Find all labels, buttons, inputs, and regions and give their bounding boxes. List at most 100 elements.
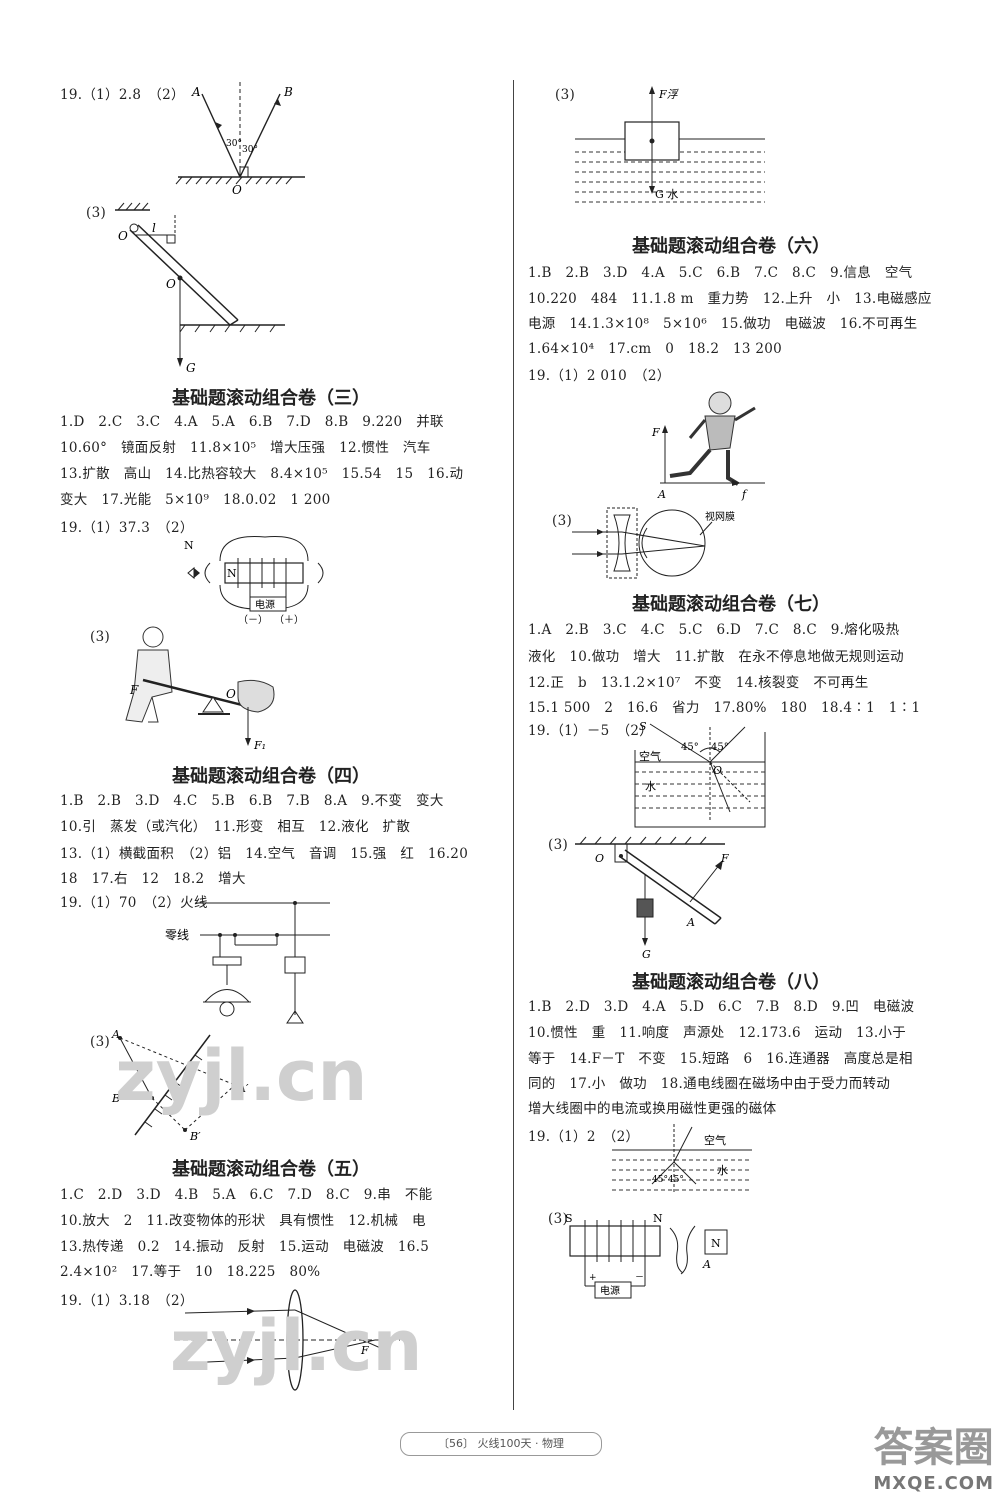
rod-lever-diagram: O l O G [115, 202, 285, 375]
corner-site-text: MXQE.COM [873, 1473, 994, 1494]
svg-text:O: O [226, 687, 236, 701]
svg-text:A: A [657, 488, 666, 501]
reflection-diagram: A B 30° 30° O [175, 82, 305, 197]
svg-text:电源: 电源 [600, 1284, 620, 1297]
corner-logo-text: 答案圈 [873, 1425, 994, 1471]
answer-line: 19.（1）70 （2）火线 [60, 895, 208, 911]
answer-line: 液化 10.做功 增大 11.扩散 在永不停息地做无规则运动 [528, 649, 904, 665]
svg-text:B: B [111, 1092, 120, 1105]
svg-text:F₁: F₁ [253, 739, 266, 752]
svg-text:A′: A′ [237, 1082, 249, 1095]
svg-text:（＋）: （＋） [274, 614, 304, 626]
svg-text:视网膜: 视网膜 [705, 510, 735, 523]
answer-line: 19.（1）2 010 （2） [528, 368, 671, 384]
plane-mirror-diagram: A B A′ B′ [111, 1028, 249, 1143]
answer-line: 10.引 蒸发（或汽化） 11.形变 相互 12.液化 扩散 [60, 819, 411, 835]
p3-label: (3) [90, 1034, 111, 1050]
angle-1: 30° [226, 139, 242, 149]
svg-text:S: S [639, 720, 647, 733]
answer-line: 1.B 2.B 3.D 4.C 5.B 6.B 7.B 8.A 9.不变 变大 [60, 793, 444, 809]
p3-label: (3) [552, 513, 573, 529]
answer-line: 等于 14.F－T 不变 15.短路 6 16.连通器 高度总是相 [528, 1051, 913, 1067]
answer-line: 变大 17.光能 5×10⁹ 18.0.02 1 200 [60, 492, 331, 508]
answer-line: 19.（1）－5 （2） [528, 723, 654, 739]
p3-label: (3) [86, 205, 107, 221]
svg-text:G 水: G 水 [655, 188, 678, 201]
svg-text:F浮: F浮 [658, 88, 680, 101]
water-reflection-diagram: 空气 水 45°45° [612, 1124, 752, 1192]
section-title-4: 基础题滚动组合卷（四） [172, 766, 370, 787]
svg-text:S: S [565, 1212, 573, 1225]
answer-line: 12.正 b 13.1.2×10⁷ 不变 14.核裂变 不可再生 [528, 675, 869, 691]
svg-text:45°45°: 45°45° [652, 1175, 684, 1185]
answer-line: 13.（1）横截面积 （2）铝 14.空气 音调 15.强 红 16.20 [60, 846, 469, 862]
svg-text:（－）: （－） [238, 614, 268, 626]
answer-line: 13.热传递 0.2 14.振动 反射 15.运动 电磁波 16.5 [60, 1239, 430, 1255]
label-a: A [191, 85, 201, 99]
svg-text:空气: 空气 [704, 1133, 726, 1147]
svg-text:45°: 45° [711, 742, 729, 753]
svg-text:水: 水 [645, 780, 656, 793]
svg-text:A: A [702, 1258, 711, 1271]
section-title-6: 基础题滚动组合卷（六） [632, 236, 830, 257]
answer-line: 增大线圈中的电流或换用磁性更强的磁体 [528, 1101, 777, 1117]
svg-text:N: N [711, 1237, 721, 1250]
svg-text:F: F [651, 426, 660, 439]
answer-line: 1.C 2.D 3.D 4.B 5.A 6.C 7.D 8.C 9.串 不能 [60, 1187, 433, 1203]
svg-text:G: G [642, 948, 651, 961]
svg-text:电源: 电源 [255, 598, 275, 611]
svg-text:O: O [595, 852, 604, 865]
solenoid-diagram: S N N A 电源 + － [565, 1212, 728, 1299]
answer-line: 18 17.右 12 18.2 增大 [60, 871, 246, 887]
convex-lens-diagram: F [175, 1289, 400, 1391]
svg-text:F: F [720, 852, 729, 865]
svg-text:－: － [635, 1273, 644, 1283]
p3-label: (3) [555, 87, 576, 103]
svg-text:F: F [360, 1344, 369, 1357]
answer-line: 10.60° 镜面反射 11.8×10⁵ 增大压强 12.惯性 汽车 [60, 440, 431, 456]
answer-line: 1.64×10⁴ 17.cm 0 18.2 13 200 [528, 341, 783, 357]
answer-line: 2.4×10² 17.等于 10 18.225 80% [60, 1264, 321, 1280]
svg-text:G: G [186, 361, 196, 375]
label-o: O [232, 183, 242, 197]
watermark: zyjl.cn [170, 1305, 423, 1387]
buoyancy-diagram: F浮 G 水 [575, 86, 765, 203]
answer-line: 10.惯性 重 11.响度 声源处 12.173.6 运动 13.小于 [528, 1025, 907, 1041]
electromagnet-diagram: N N 电源 （－） （＋） [184, 536, 324, 626]
answer-line: 1.A 2.B 3.C 4.C 5.C 6.D 7.C 8.C 9.熔化吸热 [528, 622, 900, 638]
svg-text:零线: 零线 [165, 928, 189, 942]
answer-line: 1.B 2.D 3.D 4.A 5.D 6.C 7.B 8.D 9.凹 电磁波 [528, 999, 915, 1015]
answer-line: 10.220 484 11.1.8 m 重力势 12.上升 小 13.电磁感应 [528, 291, 932, 307]
svg-text:N: N [653, 1212, 663, 1225]
answer-line: 1.B 2.B 3.D 4.A 5.C 6.B 7.C 8.C 9.信息 空气 [528, 265, 913, 281]
svg-text:A: A [686, 916, 695, 929]
answer-line: 19.（1）2 （2） [528, 1129, 640, 1145]
refraction-container-diagram: S 45° 45° 空气 O 水 [634, 720, 766, 828]
svg-text:空气: 空气 [639, 749, 661, 763]
hanging-rod-diagram: O F A G [575, 836, 729, 961]
answer-line: 15.1 500 2 16.6 省力 17.80% 180 18.4∶1 1∶1 [528, 700, 921, 716]
p3-label: (3) [90, 629, 111, 645]
svg-text:B′: B′ [189, 1130, 201, 1143]
p3-label: (3) [548, 1211, 569, 1227]
answer-line: 19.（1）37.3 （2） [60, 520, 194, 536]
svg-text:N: N [227, 567, 237, 580]
svg-text:O: O [713, 764, 722, 777]
answer-line: 1.D 2.C 3.C 4.A 5.A 6.B 7.D 8.B 9.220 并联 [60, 414, 444, 430]
svg-text:O: O [118, 229, 128, 243]
eye-lens-diagram: 视网膜 [572, 507, 735, 579]
svg-text:N: N [184, 539, 194, 552]
page-footer: 〔56〕 火线100天 · 物理 [400, 1432, 602, 1456]
household-circuit-diagram: 零线 [165, 901, 330, 1024]
watermark: zyjl.cn [115, 1035, 368, 1117]
answer-line: 19.（1）3.18 （2） [60, 1293, 194, 1309]
answer-line: 10.放大 2 11.改变物体的形状 具有惯性 12.机械 电 [60, 1213, 426, 1229]
answer-line: 13.扩散 高山 14.比热容较大 8.4×10⁵ 15.54 15 16.动 [60, 466, 464, 482]
svg-text:+: + [589, 1273, 597, 1283]
answer-line: 电源 14.1.3×10⁸ 5×10⁶ 15.做功 电磁波 16.不可再生 [528, 316, 918, 332]
runner-diagram: F A f [651, 391, 765, 501]
corner-watermark: 答案圈 MXQE.COM [873, 1415, 994, 1494]
answer-line: 同的 17.小 做功 18.通电线圈在磁场中由于受力而转动 [528, 1076, 891, 1092]
svg-text:A: A [111, 1028, 120, 1041]
svg-text:O: O [166, 277, 176, 291]
